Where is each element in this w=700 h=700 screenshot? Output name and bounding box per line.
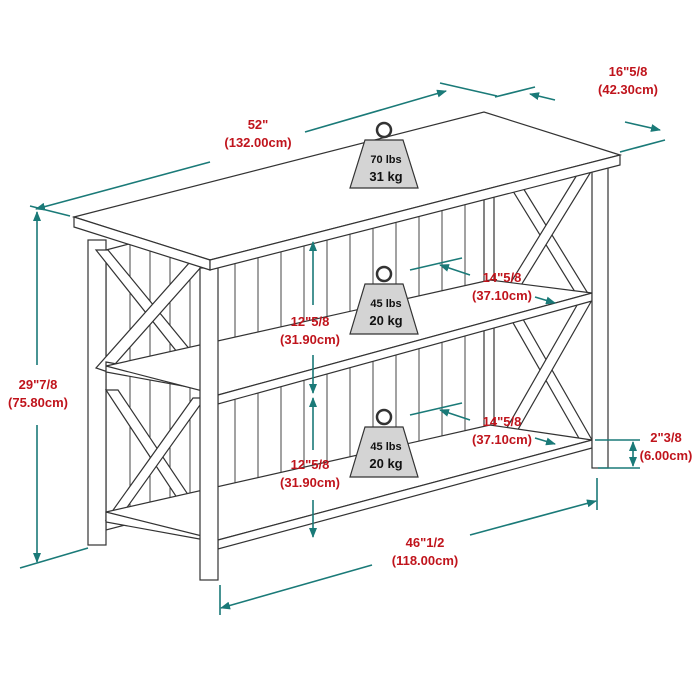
back-left-leg [87,239,107,546]
front-left-leg [199,267,219,581]
dimension-lines [19,82,666,615]
weight-icon-middle [349,265,419,335]
front-right-leg [591,159,609,469]
shelf-depth-label-2: 14"5/8(37.10cm) [472,414,532,447]
weight-icon-top [349,121,419,189]
inner-width-label: 46"1/2(118.00cm) [391,535,459,568]
shelf-depth-label-1: 14"5/8(37.10cm) [472,270,532,303]
clearance-label: 2"3/8(6.00cm) [639,430,693,463]
shelf-gap-label-2: 12"5/8(31.90cm) [280,457,340,490]
height-label: 29"7/8(75.80cm) [8,377,68,410]
table [71,111,623,581]
weight-icon-bottom [349,408,419,478]
shelf-gap-label-1: 12"5/8(31.90cm) [280,314,340,347]
depth-label: 16"5/8(42.30cm) [598,64,658,97]
length-label: 52"(132.00cm) [224,117,292,150]
